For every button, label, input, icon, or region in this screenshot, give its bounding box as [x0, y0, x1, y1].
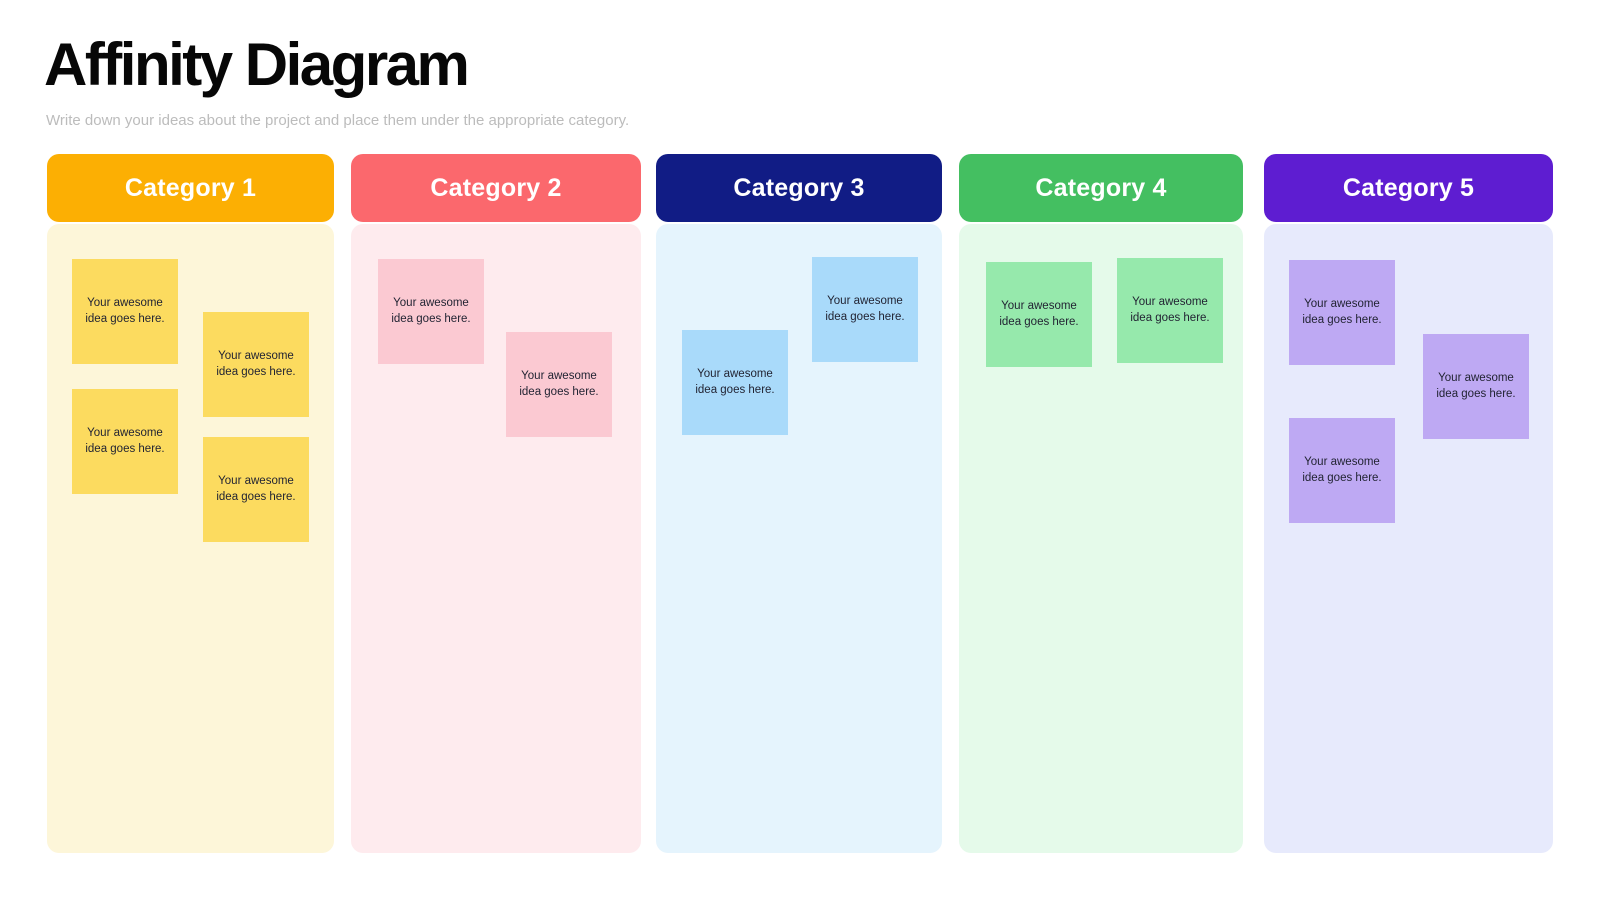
sticky-note-text: Your awesome idea goes here. — [216, 350, 296, 378]
sticky-note-text: Your awesome idea goes here. — [519, 370, 599, 398]
category-4-header: Category 4 — [959, 154, 1243, 222]
sticky-note[interactable]: Your awesome idea goes here. — [812, 257, 918, 362]
category-5-body: Your awesome idea goes here. Your awesom… — [1264, 224, 1553, 853]
sticky-note-text: Your awesome idea goes here. — [999, 300, 1079, 328]
sticky-note[interactable]: Your awesome idea goes here. — [682, 330, 788, 435]
sticky-note-text: Your awesome idea goes here. — [85, 427, 165, 455]
sticky-note-text: Your awesome idea goes here. — [216, 475, 296, 503]
sticky-note[interactable]: Your awesome idea goes here. — [1289, 418, 1395, 523]
sticky-note[interactable]: Your awesome idea goes here. — [203, 437, 309, 542]
sticky-note[interactable]: Your awesome idea goes here. — [506, 332, 612, 437]
category-3-header: Category 3 — [656, 154, 942, 222]
category-2-column: Category 2 Your awesome idea goes here. … — [351, 154, 641, 853]
category-5-column: Category 5 Your awesome idea goes here. … — [1264, 154, 1553, 853]
sticky-note-text: Your awesome idea goes here. — [85, 297, 165, 325]
sticky-note-text: Your awesome idea goes here. — [1302, 456, 1382, 484]
sticky-note-text: Your awesome idea goes here. — [1436, 372, 1516, 400]
category-3-body: Your awesome idea goes here. Your awesom… — [656, 224, 942, 853]
sticky-note[interactable]: Your awesome idea goes here. — [72, 259, 178, 364]
sticky-note[interactable]: Your awesome idea goes here. — [378, 259, 484, 364]
sticky-note-text: Your awesome idea goes here. — [825, 295, 905, 323]
sticky-note-text: Your awesome idea goes here. — [1302, 298, 1382, 326]
sticky-note[interactable]: Your awesome idea goes here. — [986, 262, 1092, 367]
category-1-header: Category 1 — [47, 154, 334, 222]
category-2-header: Category 2 — [351, 154, 641, 222]
sticky-note[interactable]: Your awesome idea goes here. — [1423, 334, 1529, 439]
category-3-column: Category 3 Your awesome idea goes here. … — [656, 154, 942, 853]
category-5-header: Category 5 — [1264, 154, 1553, 222]
sticky-note[interactable]: Your awesome idea goes here. — [203, 312, 309, 417]
sticky-note[interactable]: Your awesome idea goes here. — [72, 389, 178, 494]
sticky-note-text: Your awesome idea goes here. — [695, 368, 775, 396]
category-1-body: Your awesome idea goes here. Your awesom… — [47, 224, 334, 853]
category-2-body: Your awesome idea goes here. Your awesom… — [351, 224, 641, 853]
sticky-note[interactable]: Your awesome idea goes here. — [1289, 260, 1395, 365]
page-title: Affinity Diagram — [44, 31, 470, 98]
category-1-column: Category 1 Your awesome idea goes here. … — [47, 154, 334, 853]
category-4-column: Category 4 Your awesome idea goes here. … — [959, 154, 1243, 853]
sticky-note[interactable]: Your awesome idea goes here. — [1117, 258, 1223, 363]
sticky-note-text: Your awesome idea goes here. — [1130, 296, 1210, 324]
category-4-body: Your awesome idea goes here. Your awesom… — [959, 224, 1243, 853]
page-subtitle: Write down your ideas about the project … — [46, 112, 630, 129]
sticky-note-text: Your awesome idea goes here. — [391, 297, 471, 325]
